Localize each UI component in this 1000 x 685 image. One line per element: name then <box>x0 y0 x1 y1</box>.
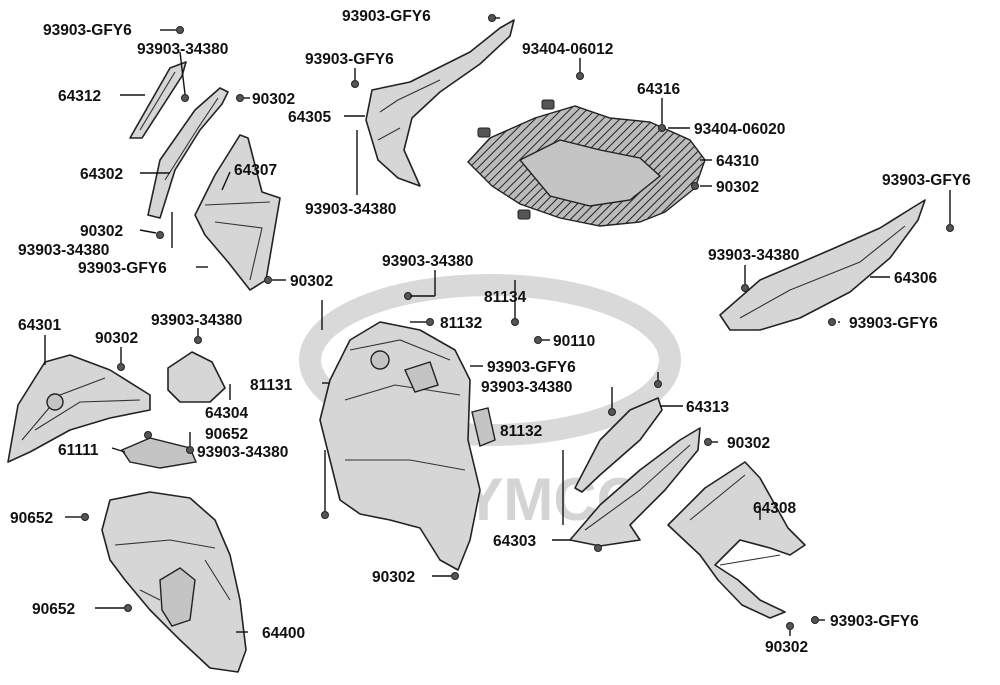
label-90110: 90110 <box>553 333 595 350</box>
part-64308-side-panel <box>667 461 806 619</box>
part-64303-lower-cover <box>569 427 701 547</box>
label-64400: 64400 <box>262 625 305 642</box>
label-64313: 64313 <box>686 399 729 416</box>
label-90302: 90302 <box>727 435 770 452</box>
label-93903-34380: 93903-34380 <box>305 201 396 218</box>
fastener-group <box>81 14 954 630</box>
part-81131-inner-body <box>319 321 481 571</box>
label-90302: 90302 <box>716 179 759 196</box>
label-93903-gfy6: 93903-GFY6 <box>43 22 132 39</box>
label-93903-gfy6: 93903-GFY6 <box>342 8 431 25</box>
part-64301-front-shield <box>7 354 151 463</box>
label-64307: 64307 <box>234 162 277 179</box>
label-90302: 90302 <box>80 223 123 240</box>
label-64304: 64304 <box>205 405 248 422</box>
label-93903-34380: 93903-34380 <box>137 41 228 58</box>
part-64307-front-panel <box>194 134 281 291</box>
label-93903-gfy6: 93903-GFY6 <box>78 260 167 277</box>
label-93903-34380: 93903-34380 <box>481 379 572 396</box>
label-90302: 90302 <box>372 569 415 586</box>
part-labels: 93903-GFY6 93903-34380 64312 90302 64302… <box>10 8 971 656</box>
label-81131: 81131 <box>250 377 293 394</box>
leader-lines <box>44 17 951 636</box>
label-90652: 90652 <box>205 426 248 443</box>
label-90652: 90652 <box>32 601 75 618</box>
label-64305: 64305 <box>288 109 331 126</box>
label-81132: 81132 <box>440 315 482 332</box>
label-93903-34380: 93903-34380 <box>382 253 473 270</box>
label-64301: 64301 <box>18 317 61 334</box>
label-93903-gfy6: 93903-GFY6 <box>487 359 576 376</box>
label-81134: 81134 <box>484 289 527 306</box>
part-64305-curved-cover <box>365 19 515 187</box>
label-93903-34380: 93903-34380 <box>708 247 799 264</box>
part-64313-side-trim <box>574 397 663 493</box>
label-93903-34380: 93903-34380 <box>197 444 288 461</box>
label-93903-34380: 93903-34380 <box>151 312 242 329</box>
label-90302: 90302 <box>765 639 808 656</box>
label-61111: 61111 <box>58 442 99 459</box>
label-90652: 90652 <box>10 510 53 527</box>
label-64302: 64302 <box>80 166 123 183</box>
part-61111-strip <box>120 437 197 469</box>
label-64312: 64312 <box>58 88 101 105</box>
label-90302: 90302 <box>95 330 138 347</box>
label-93903-gfy6: 93903-GFY6 <box>305 51 394 68</box>
label-93903-gfy6: 93903-GFY6 <box>882 172 971 189</box>
label-64308: 64308 <box>753 500 796 517</box>
label-93903-34380: 93903-34380 <box>18 242 109 259</box>
part-64306-rear-cover <box>719 199 926 331</box>
label-64306: 64306 <box>894 270 937 287</box>
label-64303: 64303 <box>493 533 536 550</box>
label-93404-06012: 93404-06012 <box>522 41 613 58</box>
part-64304-bracket <box>167 351 226 403</box>
part-64302-side-strip <box>147 87 229 219</box>
label-90302: 90302 <box>290 273 333 290</box>
label-64310: 64310 <box>716 153 759 170</box>
label-93903-gfy6: 93903-GFY6 <box>849 315 938 332</box>
label-90302: 90302 <box>252 91 295 108</box>
label-64316: 64316 <box>637 81 680 98</box>
label-93903-gfy6: 93903-GFY6 <box>830 613 919 630</box>
label-93404-06020: 93404-06020 <box>694 121 785 138</box>
part-81132-plate <box>471 407 496 447</box>
label-81132: 81132 <box>500 423 542 440</box>
